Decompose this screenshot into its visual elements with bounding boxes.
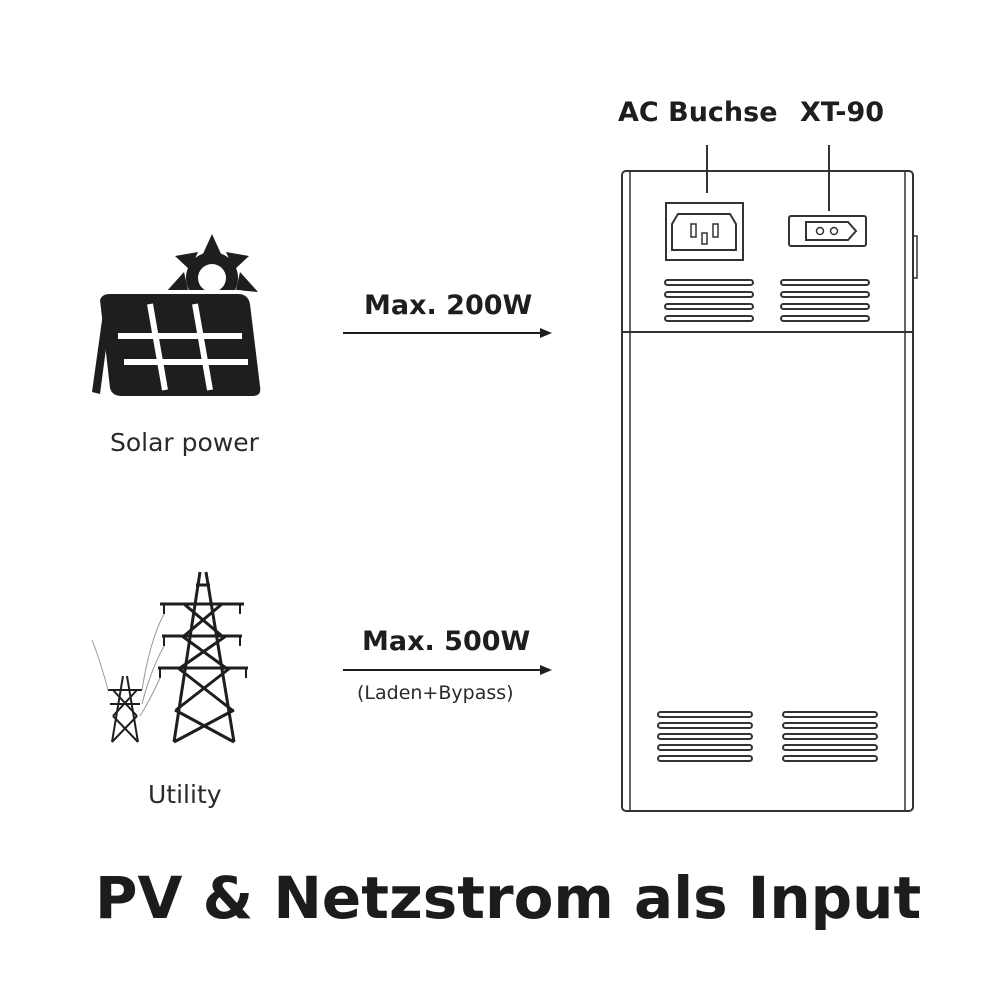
utility-max-power-label: Max. 500W bbox=[362, 626, 531, 657]
headline: PV & Netzstrom als Input bbox=[95, 864, 922, 932]
utility-label: Utility bbox=[148, 780, 222, 809]
utility-note-label: (Laden+Bypass) bbox=[357, 682, 514, 704]
solar-max-power-label: Max. 200W bbox=[364, 290, 533, 321]
xt90-port-label: XT-90 bbox=[800, 97, 885, 128]
ac-port-label: AC Buchse bbox=[618, 97, 778, 128]
solar-power-label: Solar power bbox=[110, 428, 259, 457]
